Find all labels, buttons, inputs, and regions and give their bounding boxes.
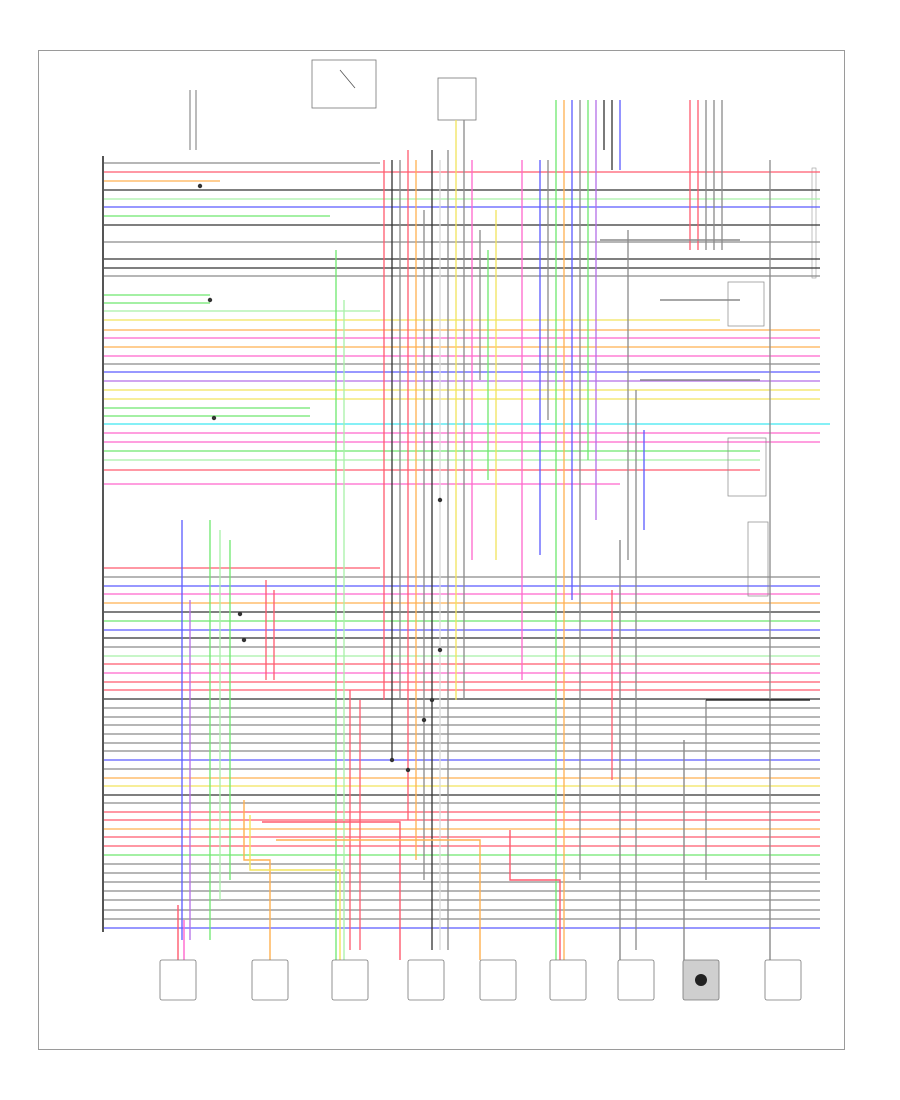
wire: [262, 821, 401, 960]
splice-dot: [437, 497, 443, 503]
diagram-frame: [38, 50, 845, 1050]
bottom-component-3: [331, 959, 369, 1001]
wire: [509, 830, 561, 960]
splice-dot: [389, 757, 395, 763]
right-connector-3: [747, 521, 769, 597]
splice-dot: [241, 637, 247, 643]
top-component-2: [311, 59, 377, 109]
wire-bundle-vertical: [177, 100, 810, 960]
splice-dot: [405, 767, 411, 773]
wire: [276, 839, 481, 960]
bottom-component-1: [159, 959, 197, 1001]
wire: [249, 815, 341, 960]
top-component-3: [437, 77, 477, 121]
right-connector-2: [727, 437, 767, 497]
splice-dot: [197, 183, 203, 189]
splice-dot: [437, 647, 443, 653]
splice-dot: [429, 697, 435, 703]
top-component-1: [189, 90, 197, 150]
splice-dot: [421, 717, 427, 723]
bottom-component-5: [479, 959, 517, 1001]
bottom-component-6: [549, 959, 587, 1001]
splice-points: [197, 183, 443, 773]
ecm-pin-column: [102, 156, 104, 932]
splice-dot: [237, 611, 243, 617]
bottom-component-2: [251, 959, 289, 1001]
wire-bundle-horizontal: [104, 162, 830, 929]
bottom-component-9: [764, 959, 802, 1001]
splice-dot: [211, 415, 217, 421]
splice-dot: [207, 297, 213, 303]
wire: [243, 800, 271, 960]
bottom-components: [159, 959, 802, 1001]
bottom-component-8: [682, 959, 720, 1001]
right-connector-1: [727, 281, 765, 327]
bottom-component-7: [617, 959, 655, 1001]
bottom-component-4: [407, 959, 445, 1001]
